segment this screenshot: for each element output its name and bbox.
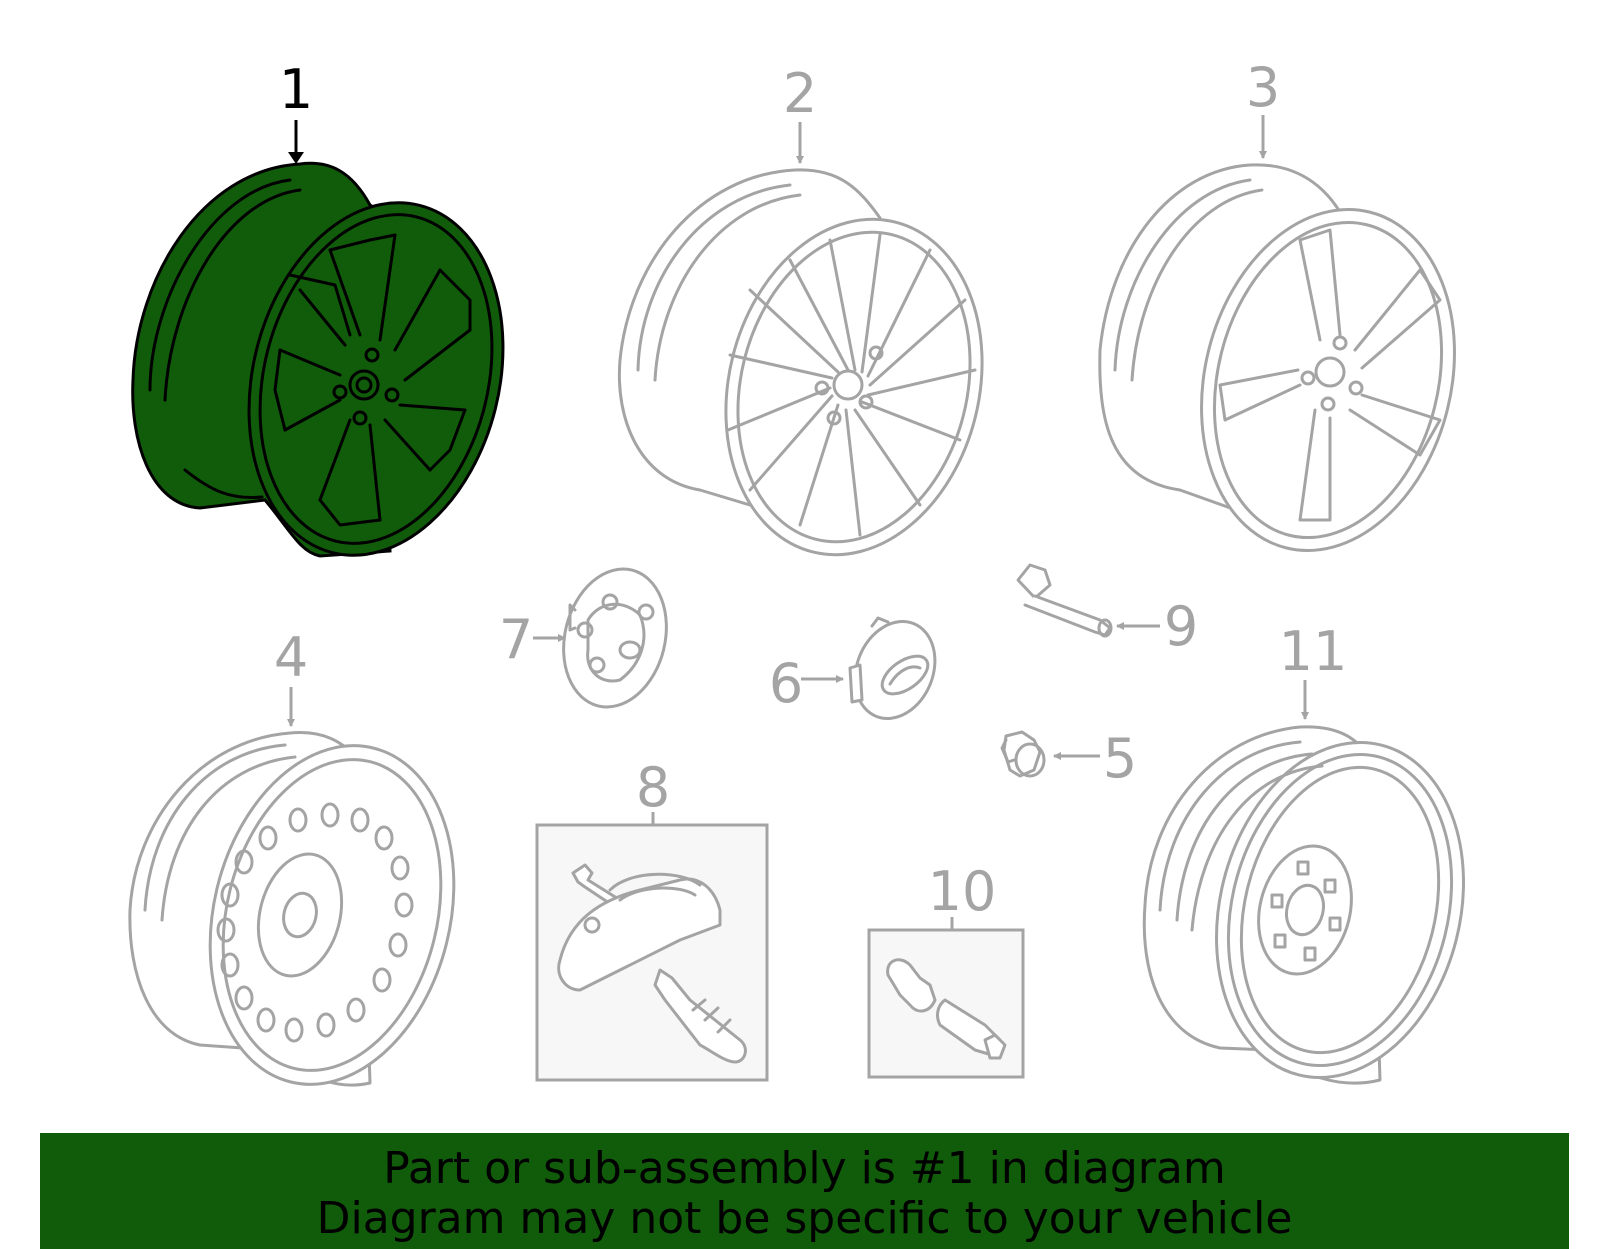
callout-8[interactable]: 8 [636,756,670,819]
wheel-part-4[interactable] [128,720,488,1111]
callout-10[interactable]: 10 [928,860,997,923]
callout-1[interactable]: 1 [279,58,313,121]
center-cap-part-7[interactable] [550,558,681,718]
valve-stem-part-9[interactable] [1016,563,1113,638]
banner-line-1: Part or sub-assembly is #1 in diagram [383,1143,1226,1194]
tpms-sensor-box-part-8[interactable] [535,823,769,1082]
wheel-part-3[interactable] [1098,163,1489,578]
banner-line-2: Diagram may not be specific to your vehi… [316,1193,1293,1244]
wheel-part-11[interactable] [1142,716,1497,1104]
callout-3[interactable]: 3 [1246,56,1280,119]
callout-6[interactable]: 6 [769,652,803,715]
wheel-part-1[interactable] [131,161,539,582]
info-banner: Part or sub-assembly is #1 in diagram Di… [40,1133,1569,1249]
wheel-part-2[interactable] [617,168,1016,582]
logo-cap-part-6[interactable] [841,609,949,730]
callout-11[interactable]: 11 [1279,620,1348,683]
callout-4[interactable]: 4 [274,626,308,689]
callout-5[interactable]: 5 [1103,727,1137,790]
callout-9[interactable]: 9 [1164,595,1198,658]
callout-2[interactable]: 2 [783,62,817,125]
valve-kit-box-part-10[interactable] [867,928,1025,1079]
lug-nut-part-5[interactable] [1000,730,1046,778]
callout-7[interactable]: 7 [499,608,533,671]
